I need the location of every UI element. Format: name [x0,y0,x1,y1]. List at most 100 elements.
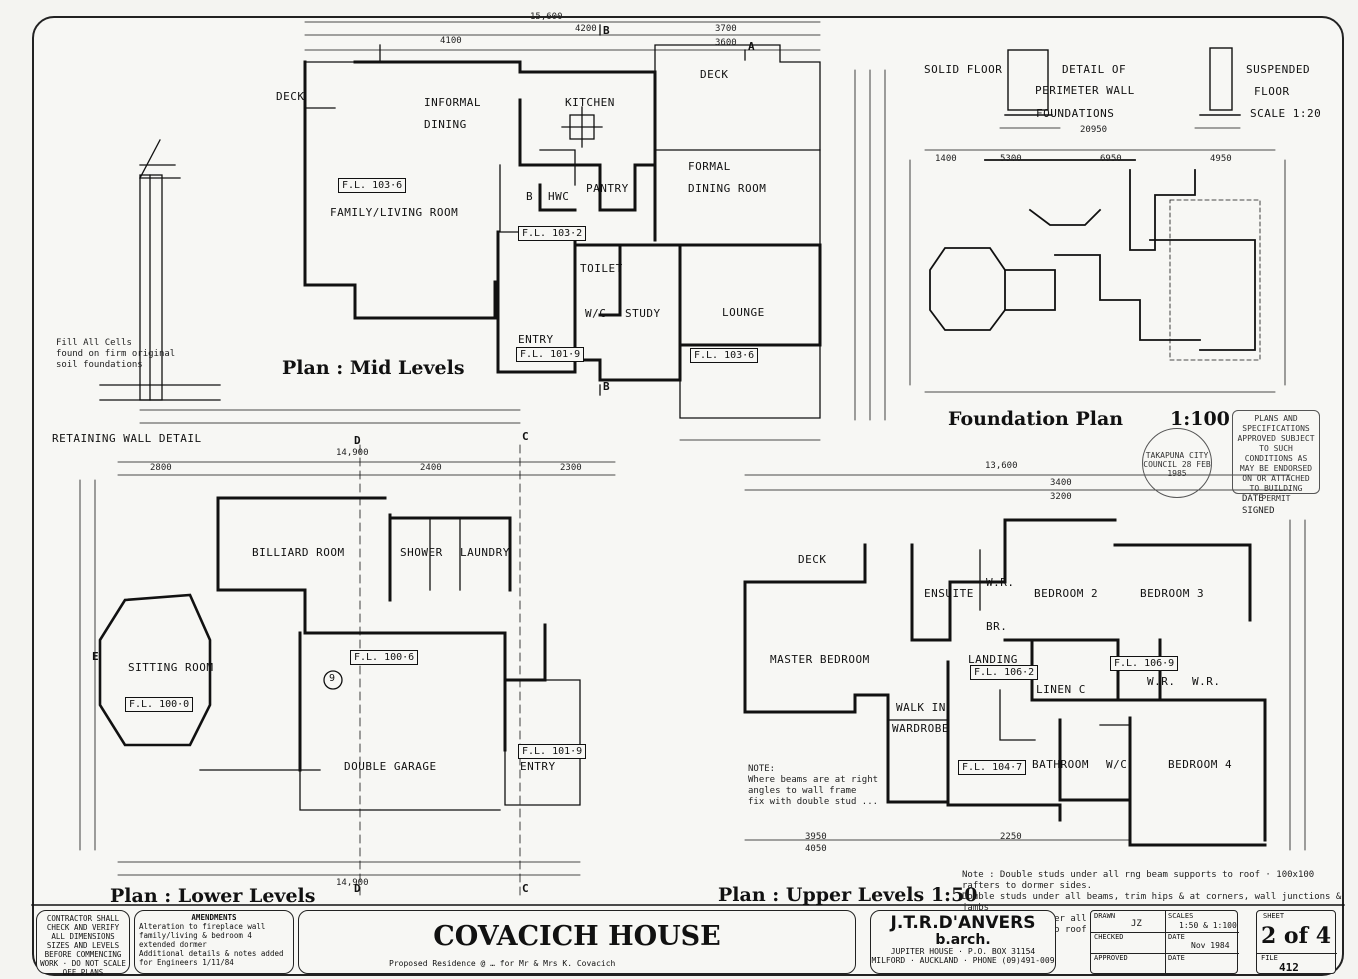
sheet-label: SHEET [1263,912,1285,920]
level-tag-sitting: F.L. 100·0 [125,697,194,712]
room-dining-informal: DINING [424,118,467,131]
dim-foundation-1400: 1400 [935,154,957,164]
dim-upper-3400: 3400 [1050,478,1072,488]
label-solid-floor: SOLID FLOOR [924,63,1003,76]
dim-bottom-4050: 4050 [805,844,827,854]
room-linen: LINEN C [1036,683,1086,696]
level-tag-lounge: F.L. 103·6 [690,348,759,363]
room-bedroom-4: BEDROOM 4 [1168,758,1233,771]
level-tag-landing: F.L. 106·2 [970,665,1039,680]
stamp-date-label: DATE [1242,494,1264,504]
room-toilet: TOILET [580,262,623,275]
room-walk-in: WALK IN [896,701,946,714]
dim-foundation-5300: 5300 [1000,154,1022,164]
dim-foundation-20950: 20950 [1080,125,1108,135]
sheet-number-box: SHEET 2 of 4 FILE 412 [1256,910,1337,974]
file-value: 412 [1279,961,1299,974]
dim-lower-2800: 2800 [150,463,172,473]
drawn-label: DRAWN [1094,912,1116,920]
dim-upper-13600: 13,600 [985,461,1018,471]
room-entry-lower: ENTRY [520,760,556,773]
dim-bottom-3950: 3950 [805,832,827,842]
project-title: COVACICH HOUSE [433,921,721,952]
room-wr-bed4: W.R. [1192,675,1221,688]
label-foundations: FOUNDATIONS [1036,107,1115,120]
dim-foundation-4950: 4950 [1210,154,1232,164]
room-double-garage: DOUBLE GARAGE [344,760,437,773]
approved-stamp-text: PLANS AND SPECIFICATIONS APPROVED SUBJEC… [1237,414,1315,503]
title-lower-levels: Plan : Lower Levels [110,885,316,907]
project-subtitle: Proposed Residence @ … for Mr & Mrs K. C… [389,959,616,968]
level-tag-family: F.L. 103·6 [338,178,407,193]
room-b-cupboard: B [526,190,534,203]
title-upper-levels: Plan : Upper Levels 1:50 [718,884,978,906]
room-family-living: FAMILY/LIVING ROOM [330,206,459,219]
amendments-box: AMENDMENTS Alteration to fireplace wall … [134,910,294,974]
room-wr-bed3: W.R. [1147,675,1176,688]
architect-name: J.T.R.D'ANVERS [890,913,1036,933]
level-tag-entry-mid: F.L. 101·9 [516,347,585,362]
dim-lower-2400: 2400 [420,463,442,473]
section-marker-e: E [92,650,100,663]
room-entry-mid: ENTRY [518,333,554,346]
level-tag-bathroom: F.L. 104·7 [958,760,1027,775]
room-deck-mid-left: DECK [276,90,305,103]
drawn-value: JZ [1131,919,1142,929]
drawing-info-box: DRAWN JZ CHECKED APPROVED SCALES 1:50 & … [1090,910,1239,975]
room-formal: FORMAL [688,160,731,173]
dim-lower-14900: 14,900 [336,448,369,458]
dim-lower-2300: 2300 [560,463,582,473]
room-wardrobe: WARDROBE [892,722,949,735]
title-mid-levels: Plan : Mid Levels [282,357,465,379]
council-date-stamp-text: TAKAPUNA CITY COUNCIL 28 FEB 1985 [1143,451,1211,478]
checked-label: CHECKED [1094,933,1124,941]
label-detail-of: DETAIL OF [1062,63,1127,76]
amendment-1: Alteration to fireplace wall family/livi… [139,922,266,949]
section-marker-b-top: B [603,24,611,37]
dim-mid-4100: 4100 [440,36,462,46]
date2-label: DATE [1168,954,1185,962]
dim-mid-4200: 4200 [575,24,597,34]
dim-bottom-14900: 14,900 [336,878,369,888]
room-kitchen: KITCHEN [565,96,615,109]
foundation-plan-scale: 1:100 [1170,408,1230,430]
section-marker-d-bottom: D [354,882,362,895]
dim-bottom-2250: 2250 [1000,832,1022,842]
section-marker-c-top: C [522,430,530,443]
room-bedroom-3: BEDROOM 3 [1140,587,1205,600]
label-suspended: SUSPENDED [1246,63,1311,76]
room-billiard: BILLIARD ROOM [252,546,345,559]
room-ensuite: ENSUITE [924,587,974,600]
stair-number-9: 9 [329,673,336,684]
file-label: FILE [1261,954,1278,962]
date-label: DATE [1168,933,1185,941]
label-floor: FLOOR [1254,85,1290,98]
room-pantry: PANTRY [586,182,629,195]
room-wr-ensuite: W.R. [986,576,1015,589]
dim-top-total: 15,600 [530,12,563,22]
level-tag-bedroom: F.L. 106·9 [1110,656,1179,671]
stamp-signed-label: SIGNED [1242,506,1275,516]
note-upper-left: NOTE: Where beams are at right angles to… [748,764,879,807]
room-laundry: LAUNDRY [460,546,510,559]
title-retaining-wall-detail: RETAINING WALL DETAIL [52,432,202,445]
section-marker-b-bottom: B [603,380,611,393]
room-deck-mid-right: DECK [700,68,729,81]
room-deck-upper: DECK [798,553,827,566]
room-wc-mid: W/C [585,307,607,320]
section-marker-a-top: A [748,40,756,53]
room-wc-upper: W/C [1106,758,1128,771]
scales-value: 1:50 & 1:100 [1179,921,1237,930]
title-foundation-plan: Foundation Plan [948,408,1124,430]
room-landing: LANDING [968,653,1018,666]
scales-label: SCALES [1168,912,1194,920]
sheet-value: 2 of 4 [1260,923,1332,949]
room-bedroom-2: BEDROOM 2 [1034,587,1099,600]
amendments-label: AMENDMENTS [191,913,237,922]
room-sitting: SITTING ROOM [128,661,214,674]
drawing-sheet-border [32,16,1344,976]
room-bathroom: BATHROOM [1032,758,1089,771]
contractor-notice-box: CONTRACTOR SHALL CHECK AND VERIFY ALL DI… [36,910,130,977]
room-master-bedroom: MASTER BEDROOM [770,653,870,666]
project-title-box: COVACICH HOUSE Proposed Residence @ … fo… [298,910,856,974]
